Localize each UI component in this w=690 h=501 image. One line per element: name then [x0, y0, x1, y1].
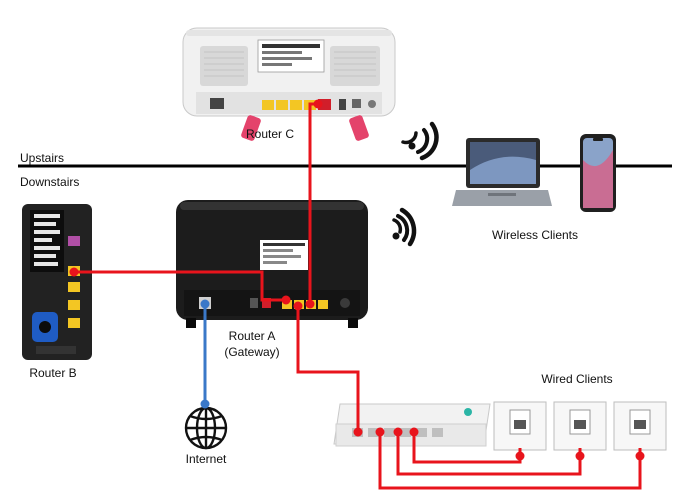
- wifi-signal-icon: [401, 121, 439, 161]
- cable-router-b-to-router-a: [74, 270, 286, 302]
- router-b-wan-port: [68, 236, 80, 246]
- globe-icon: [184, 406, 228, 450]
- cable-switch-to-wired-client-3: [378, 432, 642, 490]
- router-a-gateway-label: (Gateway): [224, 345, 280, 359]
- router-a-label: Router A: [228, 329, 276, 343]
- wired-clients-label: Wired Clients: [541, 372, 613, 386]
- internet-label: Internet: [185, 452, 227, 466]
- cable-switch-to-wired-client-2: [396, 432, 582, 476]
- wifi-signal-icon: [392, 207, 417, 247]
- laptop-icon: [452, 138, 552, 206]
- wired-client-socket: [553, 401, 607, 451]
- router-a-wan-port: [262, 298, 271, 308]
- wired-client-socket: [613, 401, 667, 451]
- broadband-connector-dots: [200, 299, 210, 409]
- downstairs-label: Downstairs: [20, 175, 80, 189]
- cable-connector-dots: [69, 99, 645, 461]
- wired-client-socket: [493, 401, 547, 451]
- wireless-clients-label: Wireless Clients: [491, 228, 579, 242]
- router-c-wan-port: [318, 99, 331, 110]
- upstairs-label: Upstairs: [20, 151, 65, 165]
- router-c-broadband-port: [210, 98, 224, 109]
- router-c-device: [182, 27, 396, 141]
- router-c-label: Router C: [245, 127, 295, 141]
- router-b-label: Router B: [29, 366, 77, 380]
- cable-router-a-to-switch: [296, 306, 360, 432]
- router-b-device: [22, 204, 92, 360]
- smartphone-icon: [580, 134, 616, 212]
